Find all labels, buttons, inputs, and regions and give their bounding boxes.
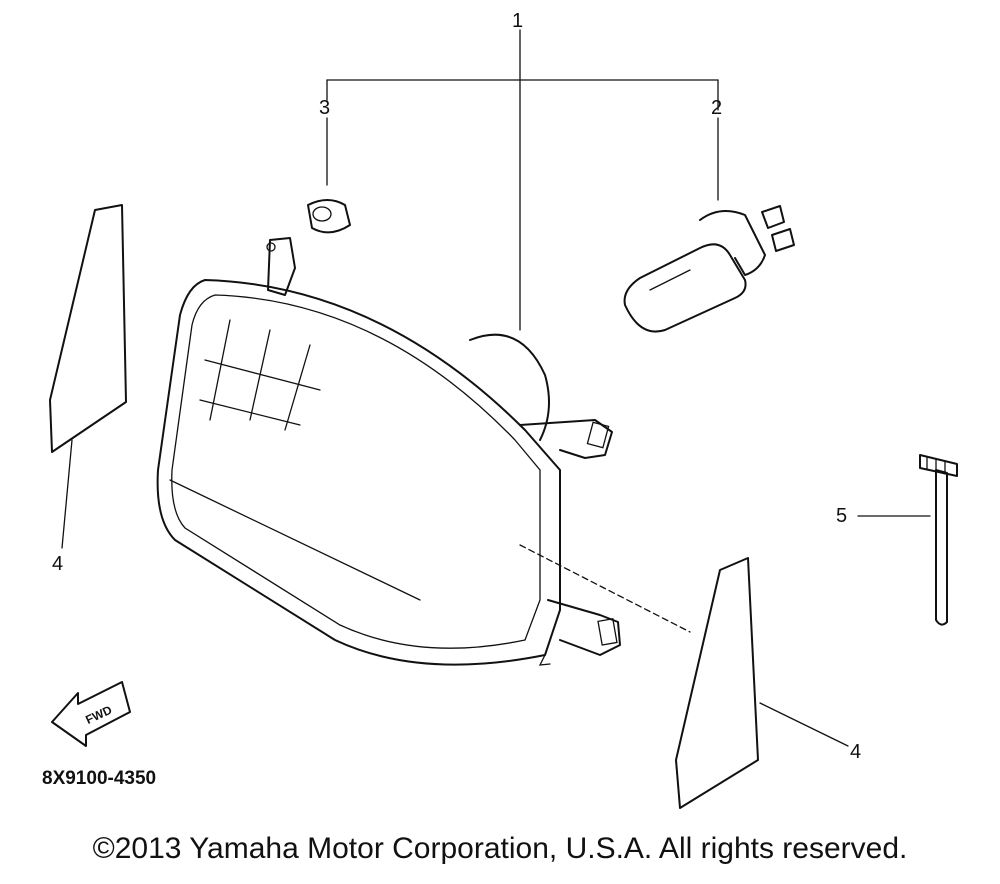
callout-4-left: 4 xyxy=(52,553,63,575)
forward-arrow-icon: FWD xyxy=(51,681,131,747)
callout-1: 1 xyxy=(512,10,523,32)
bulb-part xyxy=(623,205,795,333)
headlight-assembly xyxy=(156,237,621,666)
callout-5: 5 xyxy=(836,505,847,527)
copyright-notice: ©2013 Yamaha Motor Corporation, U.S.A. A… xyxy=(92,832,908,865)
gasket-right-part xyxy=(675,557,759,809)
diagram-code: 8X9100-4350 xyxy=(42,768,156,789)
callout-3: 3 xyxy=(319,97,330,119)
callout-2: 2 xyxy=(711,97,722,119)
callout-4-right: 4 xyxy=(850,741,861,763)
socket-cover-part xyxy=(307,199,351,234)
gasket-left-part xyxy=(49,204,127,453)
band-part xyxy=(919,454,958,626)
leader-lines xyxy=(61,29,931,747)
